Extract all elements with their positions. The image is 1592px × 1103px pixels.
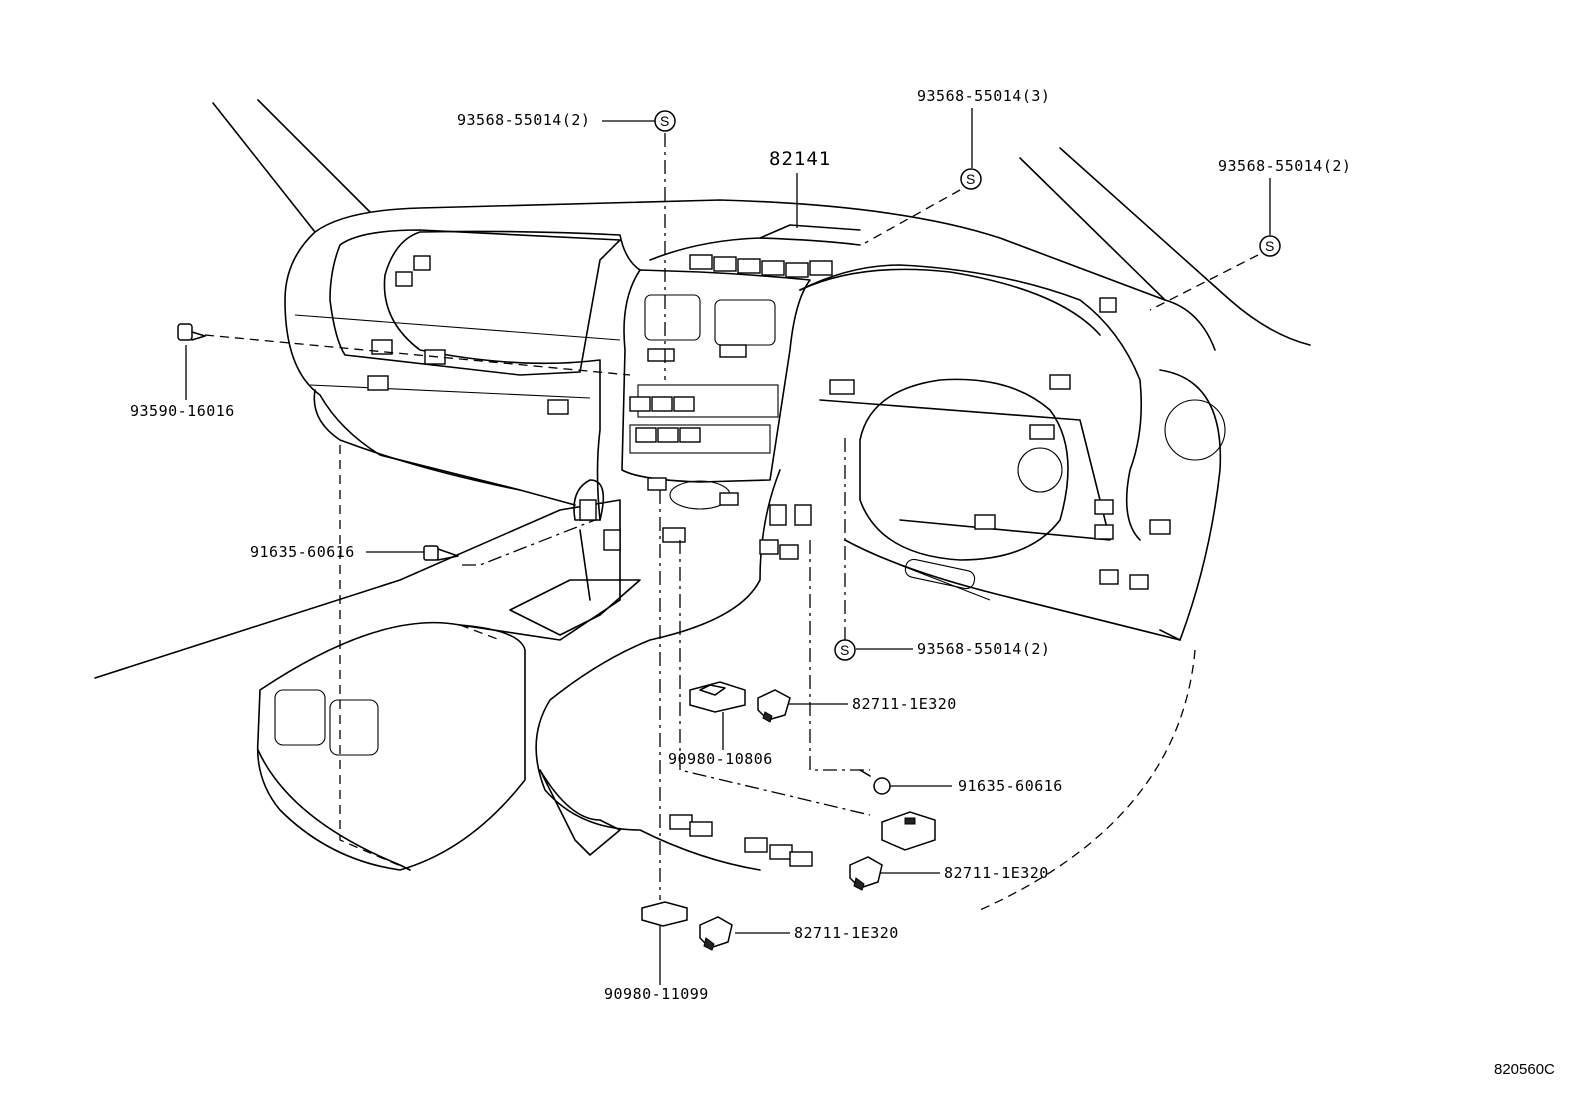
label-relay-1: 82711-1E320 [852,695,957,713]
knee-vent [904,558,976,590]
harness-left [383,230,641,521]
svg-text:S: S [840,642,849,658]
harness-drop [535,469,781,871]
clip-symbol-2: S [960,168,982,190]
dashboard-lower-left [313,389,521,491]
armrest [256,621,526,871]
label-relay-3: 82711-1E320 [794,924,899,942]
center-stack [621,269,811,483]
label-relay-2: 82711-1E320 [944,864,1049,882]
left-pillar-inner [257,99,371,213]
dashboard-left-face [284,231,576,506]
clip-symbol-3: S [1259,235,1281,257]
svg-text:S: S [660,113,669,129]
bolt-right-part [859,769,891,795]
left-pillar [212,102,316,233]
steering-wheel-rim [859,378,1069,561]
steering-column [819,399,1111,541]
dash-trim-line-2 [309,384,591,399]
dash-line-dash-left [339,445,411,871]
svg-text:S: S [966,171,975,187]
label-main-part: 82141 [769,148,832,170]
shifter [573,479,605,601]
right-pillar-outer [1059,147,1311,346]
cluster-gauge [1017,447,1063,493]
label-relay-block-2: 90980-11099 [604,985,709,1003]
dash-upper-panel [329,229,621,376]
relay-block-2-part [641,901,688,927]
label-screw-top-left: 93568-55014(2) [457,111,591,129]
dash-line-console [459,624,501,641]
label-screw-top-right: 93568-55014(2) [1218,157,1352,175]
svg-text:S: S [1265,238,1274,254]
label-relay-block-1: 90980-10806 [668,750,773,768]
shift-gate [509,579,641,636]
right-vent [1164,399,1226,461]
dash-line-relay-block-1 [679,540,871,816]
floor-bracket [539,769,621,856]
clip-left-part [177,323,206,341]
label-clip-left: 93590-16016 [130,402,235,420]
clip-symbol-4: S [834,639,856,661]
clip-symbol-1: S [654,110,676,132]
dashboard-right-edge [1159,369,1222,641]
dash-line-S3 [1149,254,1259,311]
label-screw-top-center: 93568-55014(3) [917,87,1051,105]
lower-trim-right [899,564,991,601]
instrument-hood [799,268,1101,336]
relay-3-part [699,916,733,951]
harness-right [799,264,1143,541]
dash-line-S2 [864,189,961,244]
dash-trim-line [294,314,621,341]
armrest-lower [257,749,411,871]
cup-holder-left [274,689,326,746]
dash-line-bolt-right [809,540,870,771]
connectors [367,254,1171,867]
console-outline [94,499,621,679]
dashboard-top [314,199,1216,351]
center-vent-left [644,294,701,341]
center-vent-right [714,299,776,346]
label-bolt-right: 91635-60616 [958,777,1063,795]
relay-2-part [849,856,883,891]
dash-line-bolt-left [462,519,596,566]
label-screw-lower-center: 93568-55014(2) [917,640,1051,658]
relay-block-1-part [689,681,746,713]
harness-center [649,224,861,261]
right-pillar [1019,157,1166,301]
figure-code: 820560C [1494,1061,1555,1078]
climate-panel [629,424,771,454]
label-bolt-left: 91635-60616 [250,543,355,561]
relay-1-part [757,689,791,723]
cup-holder-right [329,699,379,756]
relay-block-3-part [881,811,936,851]
dash-line-clip-left [204,334,631,376]
lower-dash-right [844,539,1181,641]
bolt-left-part [423,545,459,561]
